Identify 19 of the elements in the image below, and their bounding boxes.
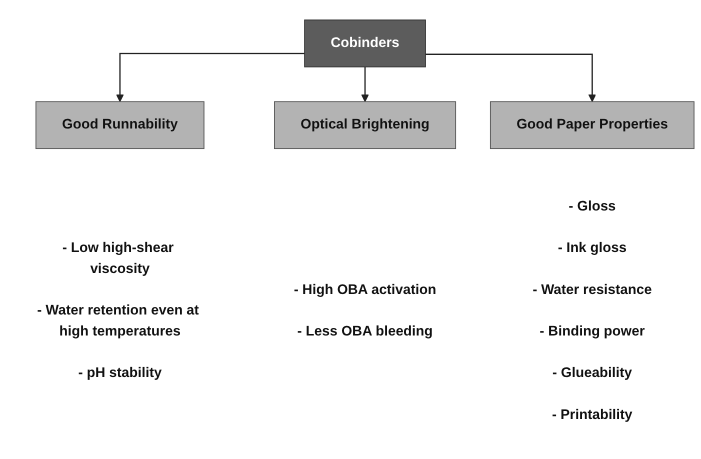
node-label: - Binding power <box>540 324 645 340</box>
node-label: - High OBA activation <box>294 282 436 298</box>
node-label: - Low high-shear viscosity <box>62 240 174 276</box>
arrow <box>361 66 369 102</box>
node-label: - Printability <box>552 408 632 422</box>
arrow <box>426 54 596 102</box>
node-label: - Less OBA bleeding <box>297 324 433 340</box>
node-box <box>36 101 204 150</box>
node-label: - pH stability <box>78 366 162 381</box>
node-label: - Glueability <box>552 366 632 381</box>
tree-diagram: Cobinders Good Runnability - Low high-shear viscosity - Water retention even at high temperatures - pH stability Optical Brightening - High OBA activation - Less OBA bleeding Good Paper Properties - Gloss - Ink gloss - Water resistance - Binding power - Glueability - Printability <box>0 13 701 446</box>
node-label: - Ink gloss <box>558 240 627 256</box>
node-box <box>490 101 694 150</box>
node-label: - Water resistance <box>532 282 652 298</box>
node-box <box>304 20 426 68</box>
arrow <box>116 52 305 102</box>
node-label: - Gloss <box>568 199 616 214</box>
node-box <box>274 101 456 150</box>
node-label: - Water retention even at high temperatures <box>37 303 199 340</box>
